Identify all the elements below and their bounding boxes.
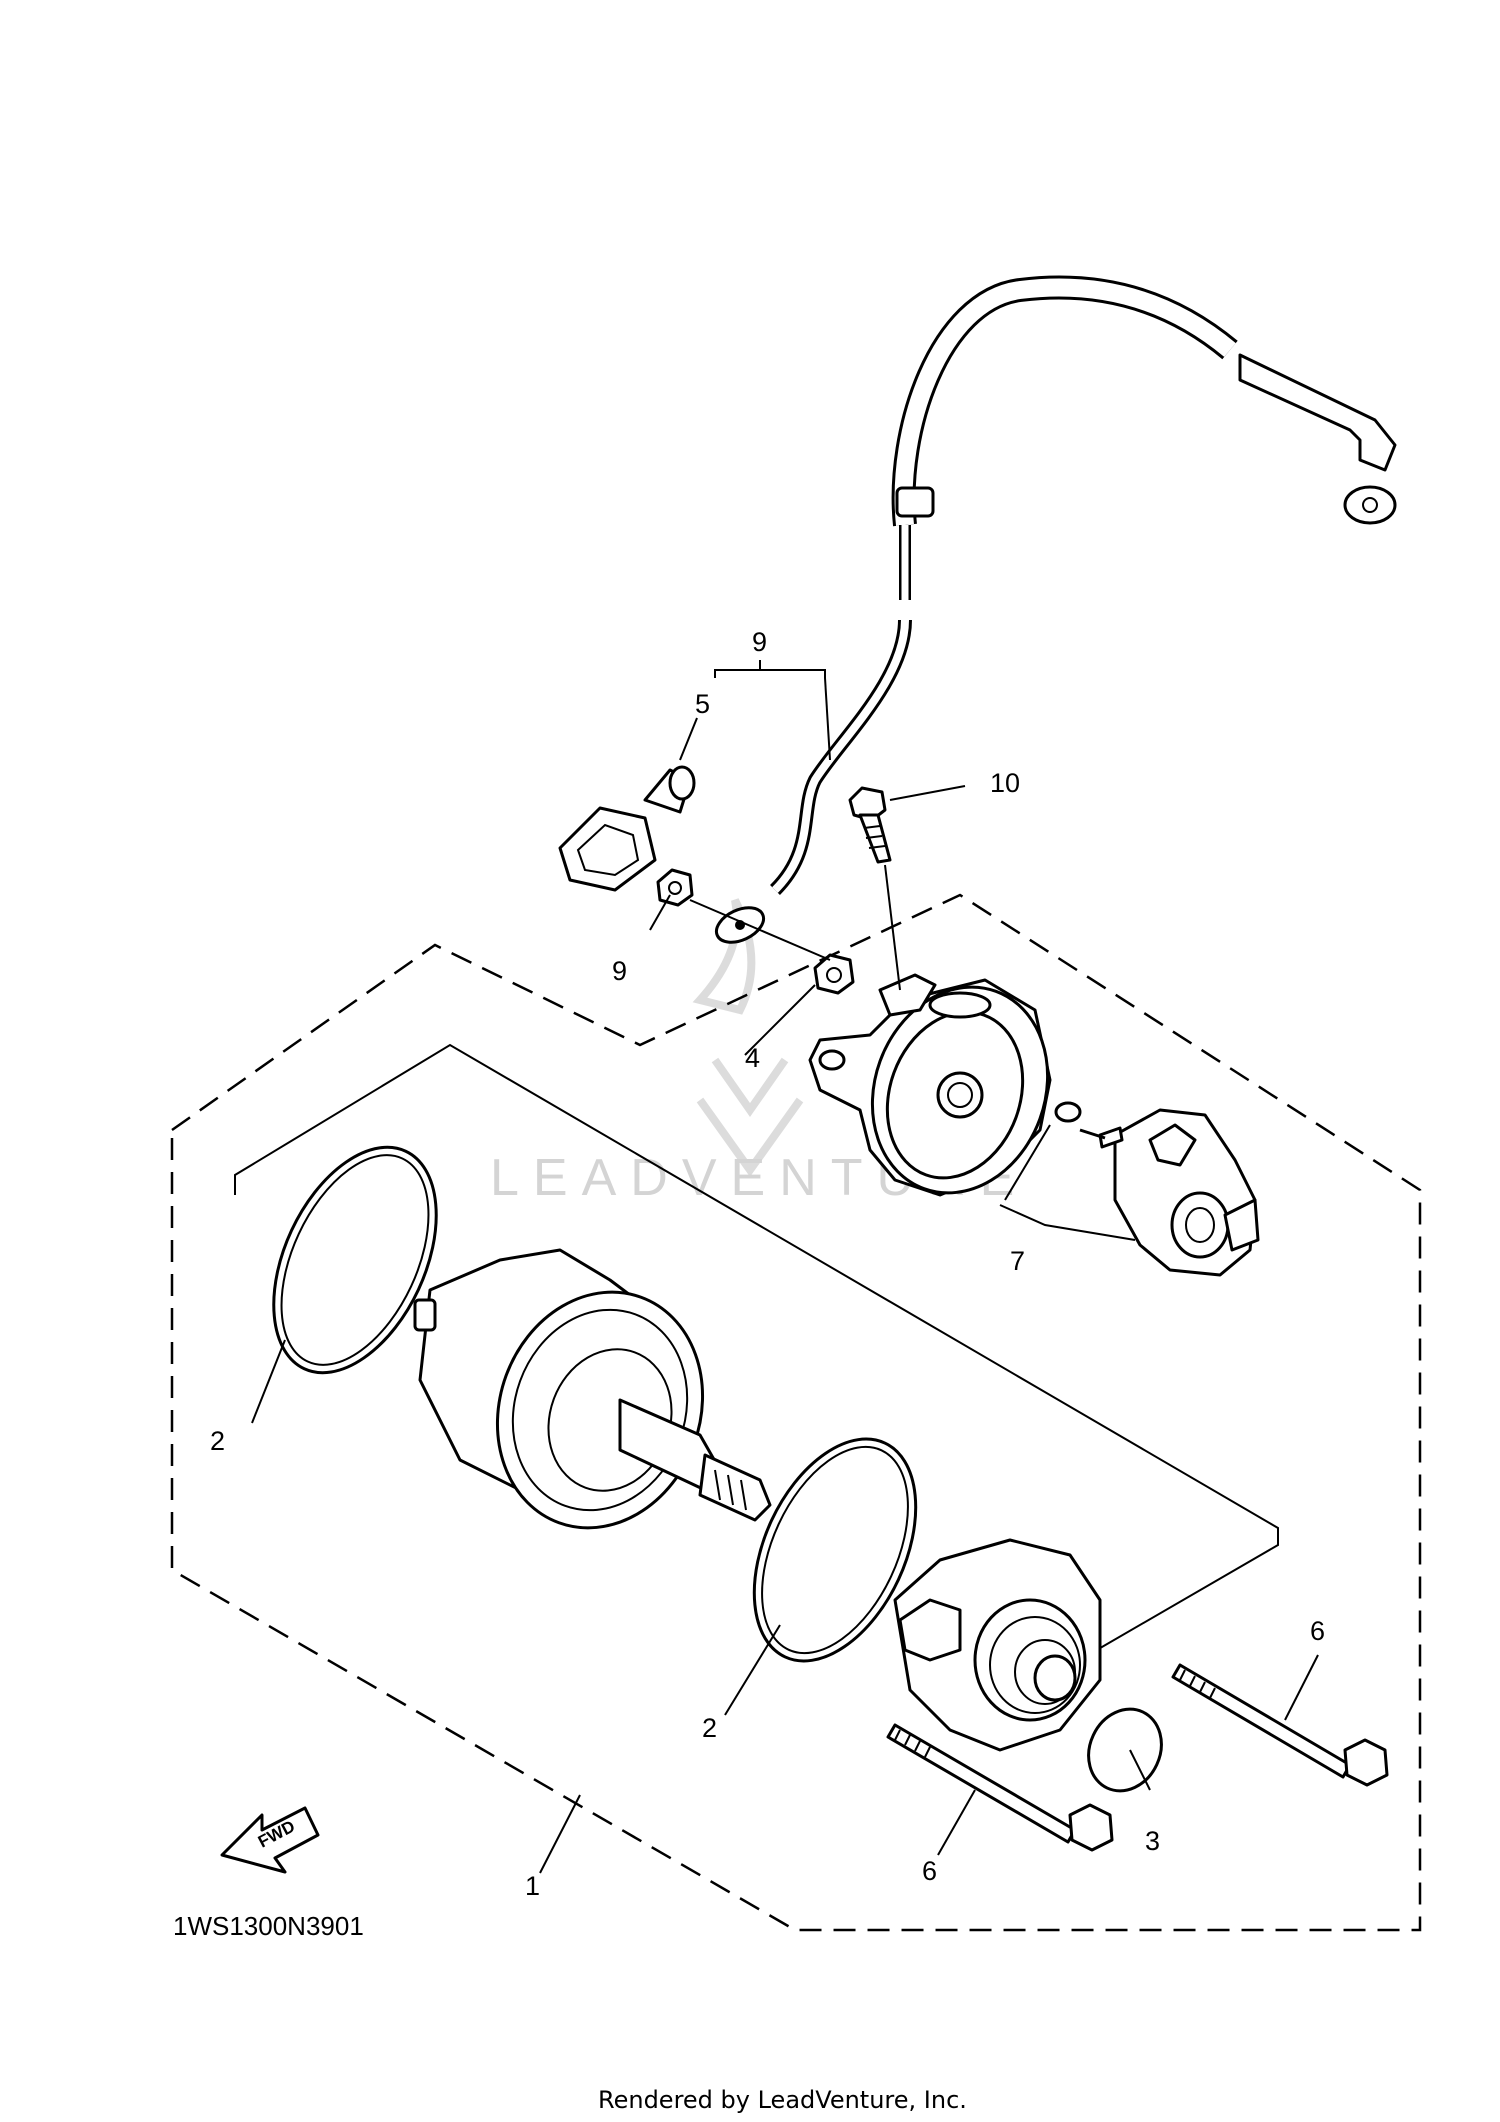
through-bolt-upper bbox=[1171, 1663, 1389, 1787]
rear-end-cover bbox=[808, 973, 1052, 1197]
brush-holder bbox=[1079, 1108, 1260, 1277]
small-o-ring bbox=[1054, 1101, 1082, 1123]
callout-4: 4 bbox=[745, 1043, 760, 1073]
callout-9: 9 bbox=[612, 956, 627, 986]
diagram-code: 1WS1300N3901 bbox=[173, 1911, 364, 1941]
footer-credit: Rendered by LeadVenture, Inc. bbox=[598, 2086, 967, 2114]
callout-2-lower: 2 bbox=[702, 1713, 717, 1743]
starter-cable bbox=[714, 275, 1397, 944]
o-ring-upper bbox=[272, 1145, 438, 1375]
through-bolt-lower bbox=[886, 1723, 1114, 1852]
callout-1: 1 bbox=[525, 1871, 540, 1901]
callout-7: 7 bbox=[1010, 1246, 1025, 1276]
callout-6-upper: 6 bbox=[1310, 1616, 1325, 1646]
bolt-10 bbox=[848, 786, 892, 864]
nut-4 bbox=[813, 953, 855, 995]
callout-2-upper: 2 bbox=[210, 1426, 225, 1456]
starter-motor-body bbox=[413, 1248, 772, 1530]
fwd-arrow-icon: FWD bbox=[220, 1806, 320, 1874]
nut-9 bbox=[656, 868, 694, 907]
callout-5: 5 bbox=[695, 689, 710, 719]
callout-10: 10 bbox=[990, 768, 1020, 798]
callout-6-lower: 6 bbox=[922, 1856, 937, 1886]
o-ring-3 bbox=[1087, 1707, 1163, 1793]
callout-3: 3 bbox=[1145, 1826, 1160, 1856]
watermark-logo bbox=[692, 898, 804, 1177]
terminal-cover bbox=[558, 765, 696, 892]
leader-lines bbox=[251, 660, 1319, 1874]
starter-assembly-boundary bbox=[170, 893, 1422, 1932]
front-end-cover bbox=[893, 1538, 1102, 1752]
callout-8: 9 bbox=[752, 627, 767, 657]
